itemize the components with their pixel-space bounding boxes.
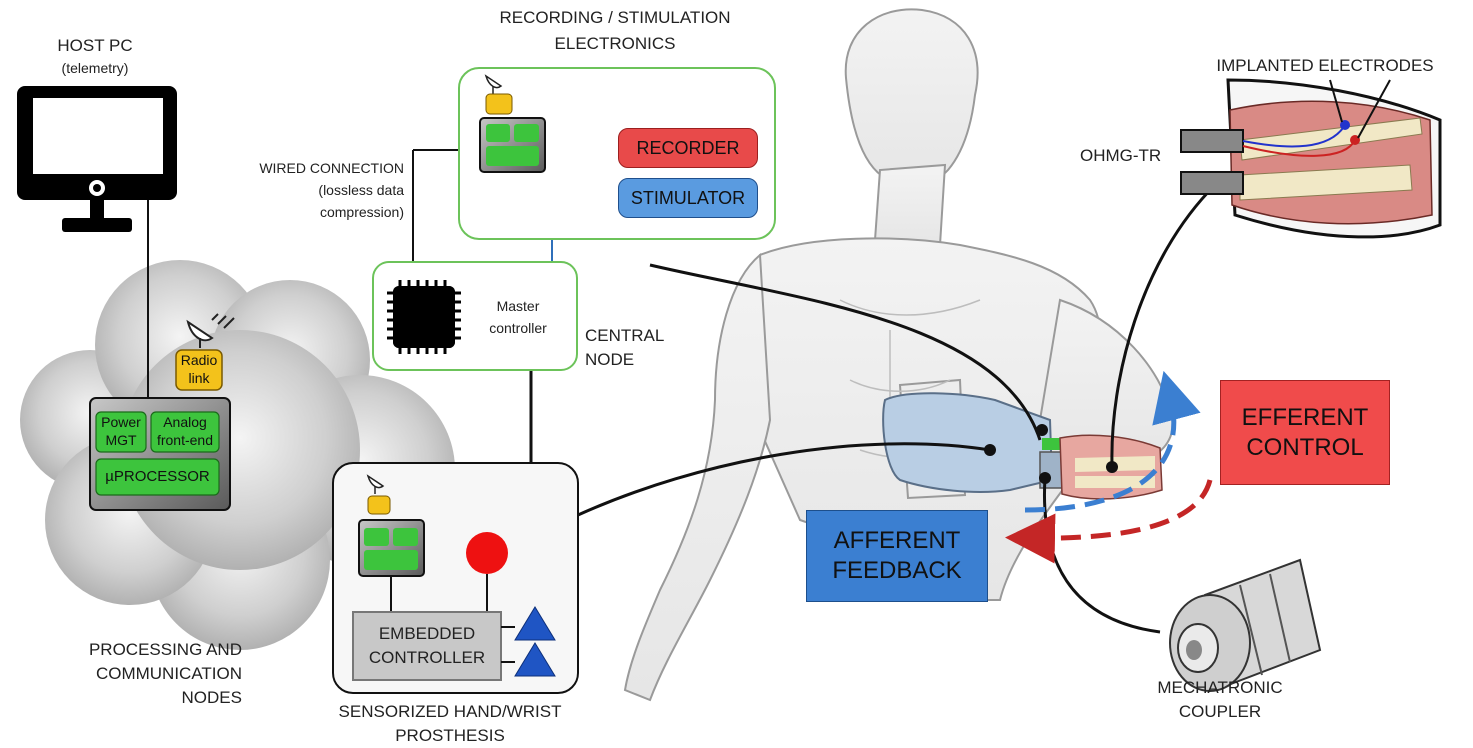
processing-line1: PROCESSING AND [88, 640, 242, 659]
efferent-line2: CONTROL [1246, 433, 1364, 461]
power-mgt-chip [95, 411, 147, 453]
prosthesis-radio-chip [367, 495, 391, 515]
embedded-controller-line2: CONTROLLER [368, 648, 486, 667]
stimulator-box: STIMULATOR [618, 178, 758, 218]
recording-title-line2: ELECTRONICS [554, 34, 676, 53]
implant-inset [1180, 78, 1442, 239]
recorder-label: RECORDER [636, 137, 740, 158]
recording-radio-chip [485, 93, 513, 115]
recording-satellite-icon [484, 74, 503, 94]
mechatronic-coupler-icon [1169, 558, 1322, 692]
recording-chip-c [486, 146, 539, 166]
afferent-line2: FEEDBACK [832, 557, 962, 584]
central-node-line1: CENTRAL [585, 326, 665, 345]
analog-frontend-chip [150, 411, 220, 453]
microprocessor-chip [95, 458, 220, 496]
master-controller-line2: controller [489, 320, 547, 336]
prosthesis-satellite-icon [366, 474, 385, 494]
embedded-controller-line1: EMBEDDED [378, 624, 476, 643]
central-node-line2: NODE [585, 350, 635, 369]
stimulator-label: STIMULATOR [630, 187, 746, 208]
afferent-feedback-box: AFFERENT FEEDBACK [806, 510, 988, 602]
analog-frontend-line1: Analog [163, 414, 207, 430]
master-controller-line1: Master [496, 298, 540, 314]
efferent-arrow [1005, 479, 1213, 564]
prosthesis-label-line1: SENSORIZED HAND/WRIST [338, 702, 562, 721]
wired-connection-line2: (lossless data [318, 182, 404, 198]
microprocessor-label: µPROCESSOR [105, 468, 210, 485]
processing-line3: NODES [181, 688, 242, 707]
efferent-line1: EFFERENT [1241, 403, 1369, 431]
afferent-arrow [1024, 370, 1201, 513]
host-pc-title: HOST PC [57, 36, 133, 55]
recording-chip-b [514, 124, 539, 142]
power-mgt-line1: Power [101, 414, 141, 430]
cloud-satellite-icon [186, 313, 235, 348]
microchip-icon [387, 280, 461, 354]
cloud-radio-box [175, 349, 223, 391]
radio-link-line2: link [188, 370, 210, 386]
wired-connection-line3: compression) [319, 204, 404, 220]
implanted-electrodes-label: IMPLANTED ELECTRODES [1216, 56, 1434, 75]
recording-title-line1: RECORDING / STIMULATION [499, 8, 731, 27]
host-pc-subtitle: (telemetry) [61, 60, 129, 76]
wired-connection-line1: WIRED CONNECTION [259, 160, 404, 176]
analog-frontend-line2: front-end [156, 432, 214, 448]
prosthesis-chip-b [393, 528, 418, 546]
recording-chip-a [486, 124, 510, 142]
prosthesis-chip-a [364, 528, 389, 546]
radio-link-line1: Radio [180, 352, 218, 368]
actuator-triangle-1 [514, 606, 556, 641]
processing-line2: COMMUNICATION [95, 664, 242, 683]
efferent-control-box: EFFERENT CONTROL [1220, 380, 1390, 485]
afferent-line1: AFFERENT [833, 527, 961, 554]
actuator-triangle-2 [514, 642, 556, 677]
monitor-icon [17, 86, 177, 232]
prosthesis-chip-c [364, 550, 418, 570]
power-mgt-line2: MGT [105, 432, 137, 448]
ohmg-tr-label: OHMG-TR [1080, 146, 1162, 165]
sensor-red-dot [466, 532, 508, 574]
connection-dots [984, 424, 1118, 484]
embedded-controller-box [352, 611, 502, 681]
prosthesis-label-line2: PROSTHESIS [395, 726, 505, 745]
recorder-box: RECORDER [618, 128, 758, 168]
mechatronic-coupler-line2: COUPLER [1178, 702, 1262, 721]
mechatronic-coupler-line1: MECHATRONIC [1157, 678, 1283, 697]
